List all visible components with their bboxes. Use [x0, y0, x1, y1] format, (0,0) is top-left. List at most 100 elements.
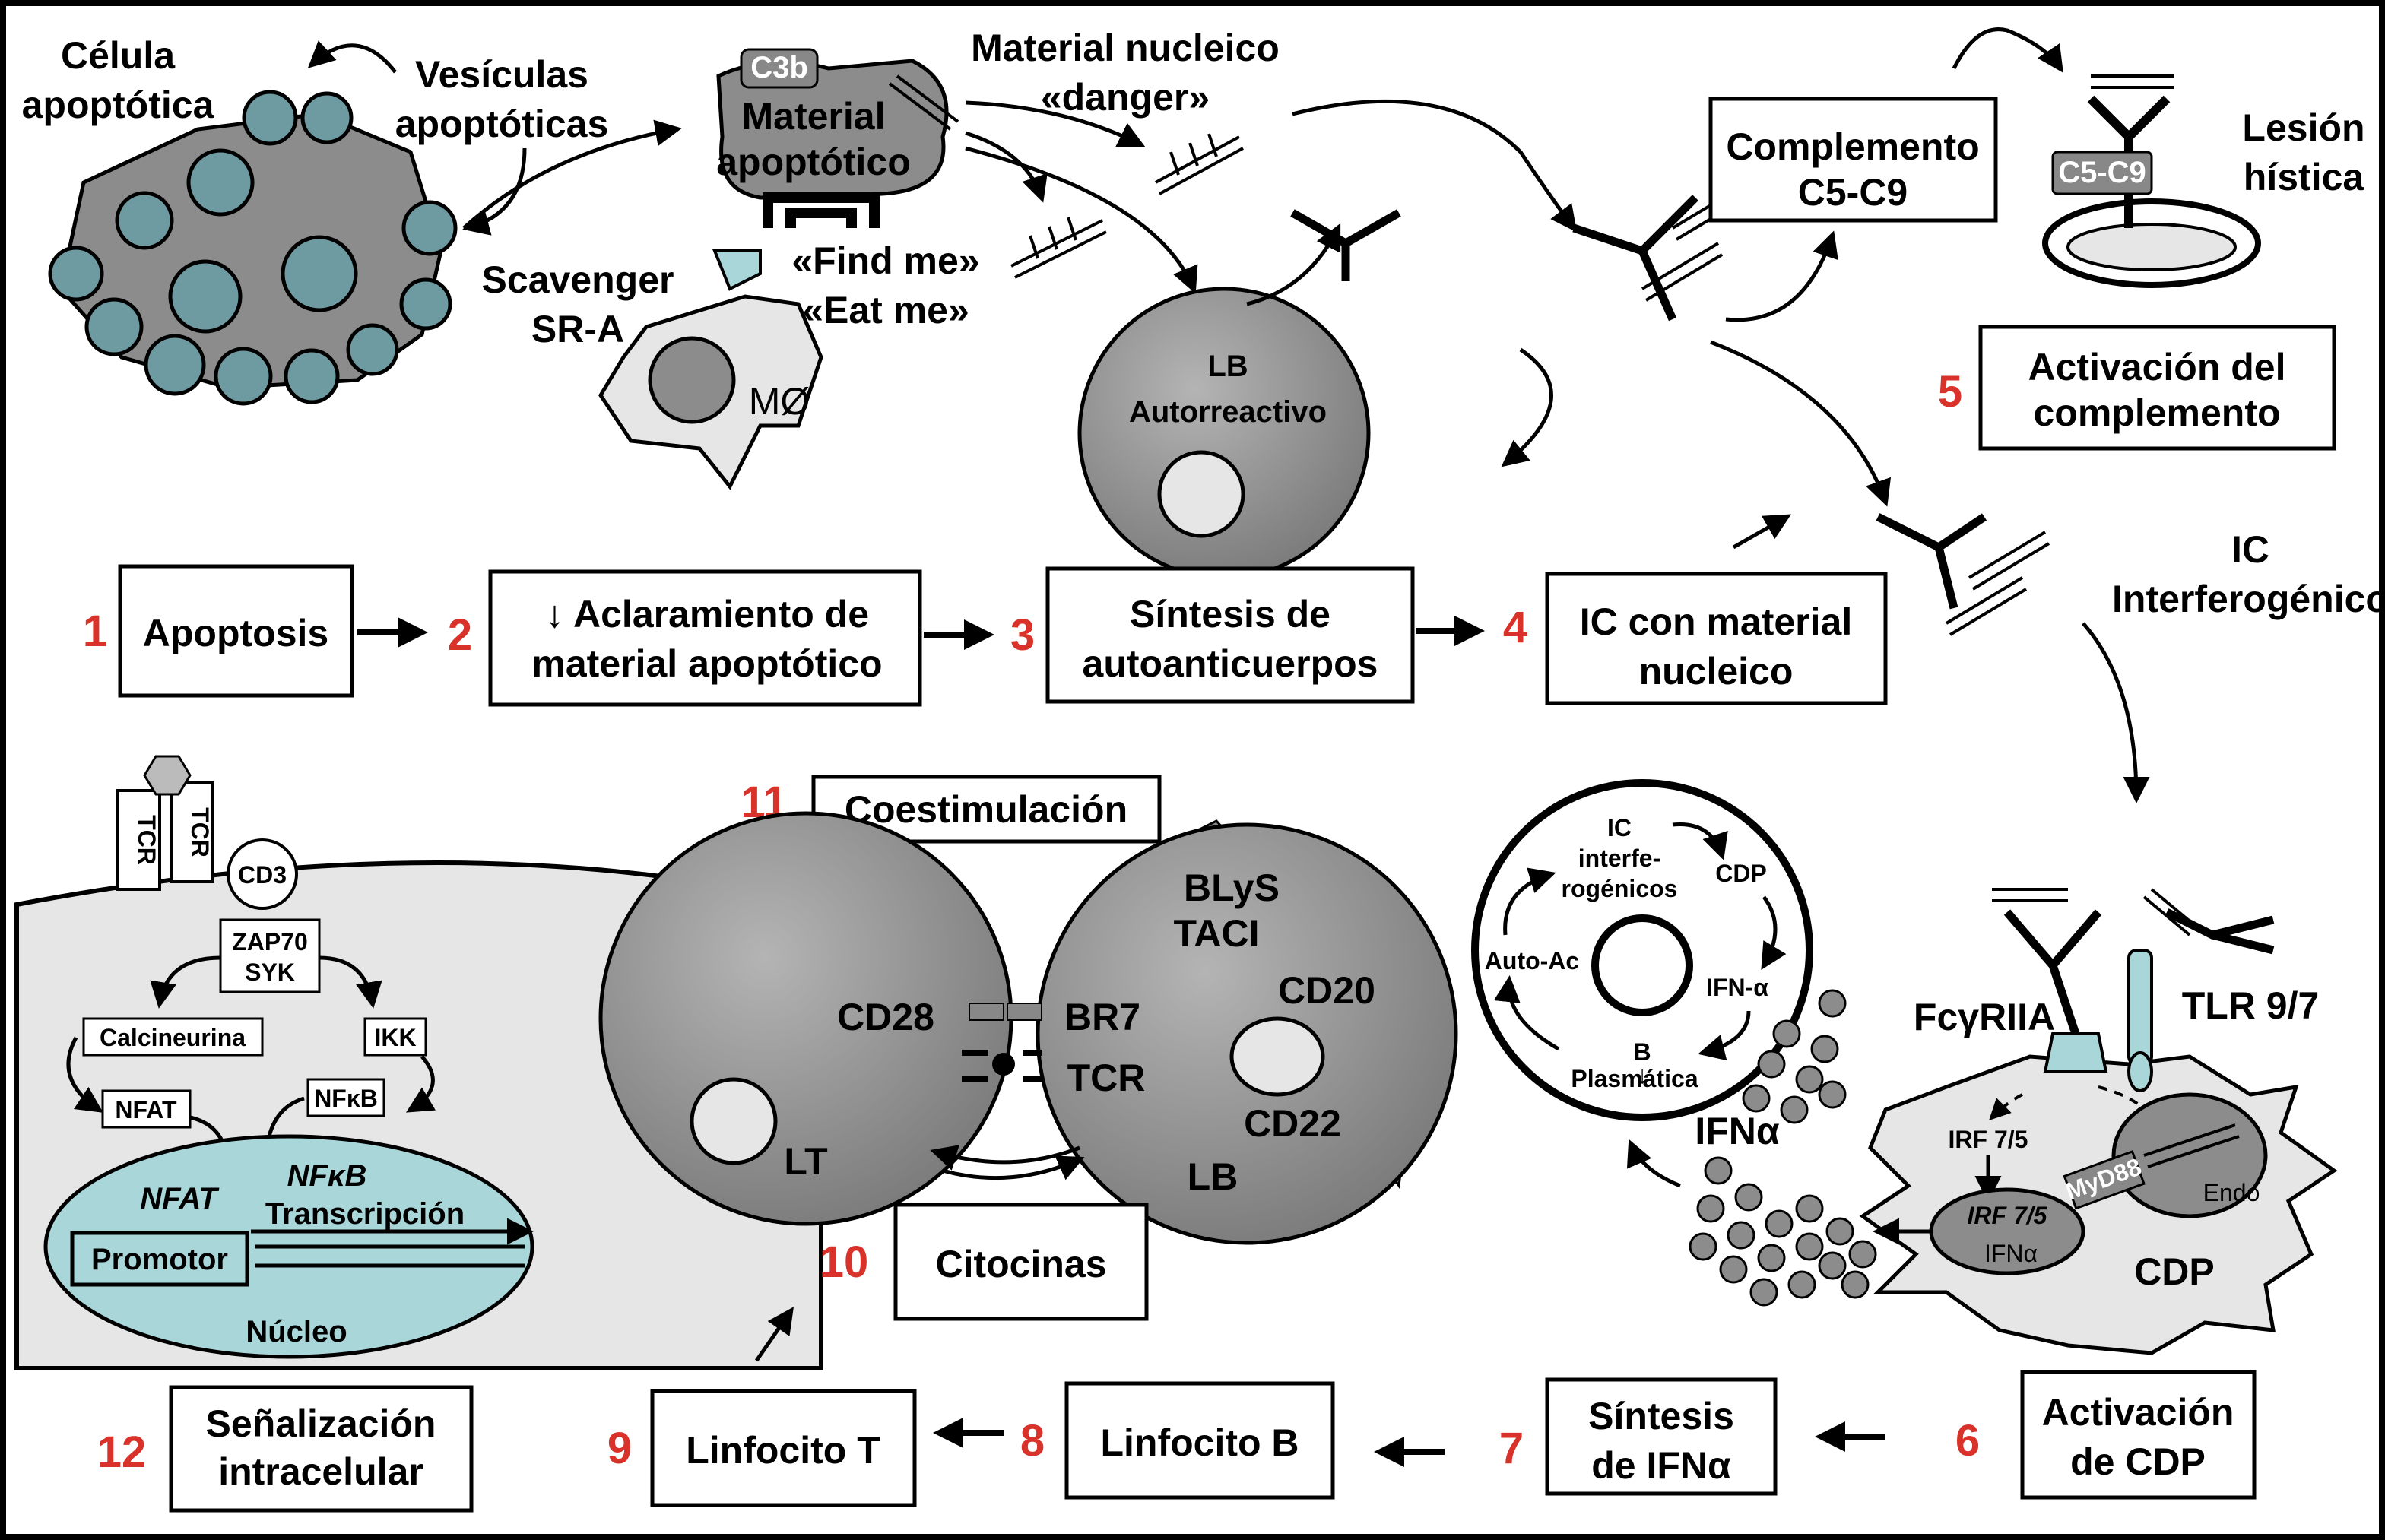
- promoter-box: [70, 1231, 249, 1287]
- transcription-label: Transcripción: [265, 1197, 465, 1231]
- calcineurin-label: Calcineurina: [100, 1024, 246, 1051]
- apoptotic-cell-label-2: apoptótica: [22, 84, 215, 126]
- step-4-label-1: IC con material: [1580, 600, 1852, 643]
- step-10-box: [893, 1203, 1149, 1321]
- c5c9-label: C5-C9: [2058, 156, 2146, 189]
- arrow-to-apoptotic-material: [462, 119, 682, 230]
- cycle-b-label: B: [1633, 1038, 1651, 1066]
- apoptotic-cell-label-1: Célula: [61, 34, 176, 77]
- complement-label-1: Complemento: [1726, 125, 1979, 168]
- ikk-box: [363, 1017, 427, 1057]
- nfkb-box: [306, 1078, 385, 1117]
- lesion-label-2: hística: [2244, 156, 2365, 198]
- antibody-1: [1290, 209, 1401, 281]
- gene-dna: [255, 1244, 525, 1268]
- step-5-number: 5: [1938, 367, 1962, 417]
- step-7-label-1: Síntesis: [1588, 1395, 1734, 1437]
- step-6-label-1: Activación: [2042, 1391, 2234, 1434]
- step-1-number: 1: [83, 607, 107, 656]
- zap70-label-1: ZAP70: [232, 928, 308, 955]
- irf-label-1: IRF 7/5: [1949, 1126, 2028, 1153]
- nuclear-material-label-1: Material nucleico: [971, 27, 1280, 69]
- arrow-ifn-to-cycle: [1626, 1139, 1681, 1188]
- costimulatory-synapse: [962, 1003, 1042, 1082]
- step-6-box: [2020, 1370, 2257, 1500]
- step-4-box: [1545, 572, 1888, 705]
- ic-interferogenic-label-1: IC: [2231, 528, 2269, 571]
- step-3-box: [1045, 566, 1415, 704]
- step-3-number: 3: [1010, 610, 1035, 660]
- arrow-step4-up: [1732, 514, 1792, 550]
- arrow-dna-to-ic: [1292, 99, 1578, 233]
- dashed-arrow-fcgr: [1989, 1093, 2023, 1120]
- cd3-molecule: [227, 838, 298, 910]
- apoptotic-material-label-2: apoptótico: [716, 141, 911, 183]
- dna-helix-2: [1010, 217, 1107, 279]
- nuclear-material-label-2: «danger»: [1041, 76, 1210, 119]
- complement-activation-label-2: complemento: [2033, 391, 2280, 434]
- tcr-label-2: TCR: [186, 807, 214, 857]
- tlr-label: TLR 9/7: [2182, 984, 2320, 1027]
- arrow-9-to-10: [754, 1307, 794, 1362]
- apoptotic-material-label-1: Material: [742, 95, 886, 138]
- complement-activation-box: [1978, 325, 2336, 451]
- fcgr-antibody: [2003, 909, 2102, 1035]
- vesicles-label-1: Vesículas: [415, 53, 588, 96]
- lb-label-1: LB: [1207, 350, 1248, 383]
- step-7-label-2: de IFNα: [1591, 1444, 1731, 1487]
- ifn-cycle-center: [1591, 914, 1693, 1016]
- irf-label-2: IRF 7/5: [1968, 1202, 2048, 1229]
- cd20-label: CD20: [1278, 969, 1375, 1012]
- scavenger-label-2: SR-A: [531, 308, 624, 350]
- step-12-label-1: Señalización: [206, 1402, 436, 1445]
- step-6-label-2: de CDP: [2070, 1440, 2206, 1483]
- vesicles-label-2: apoptóticas: [395, 103, 609, 145]
- step-11-label: Coestimulación: [845, 788, 1127, 831]
- step-10-number: 10: [820, 1237, 869, 1287]
- cycle-cdp-label: CDP: [1715, 860, 1767, 887]
- cd3-label: CD3: [238, 861, 287, 889]
- br7-label: BR7: [1064, 996, 1140, 1038]
- eat-me-label: «Eat me»: [802, 289, 969, 331]
- cycle-arrow-4: [1493, 975, 1560, 1051]
- nfat-nuclear-label: NFAT: [140, 1182, 220, 1215]
- arrow-to-calcineurin: [150, 955, 221, 1009]
- step-4-label-2: nucleico: [1639, 650, 1794, 692]
- nfat-box: [101, 1089, 192, 1129]
- step-12-number: 12: [97, 1428, 147, 1477]
- calcineurin-box: [82, 1017, 264, 1057]
- fcgr-dna: [1992, 888, 2068, 902]
- step-3-label-1: Síntesis de: [1130, 593, 1330, 635]
- arrow-ic-to-complement: [1725, 230, 1838, 322]
- cycle-ic-label-2: interfe-: [1578, 844, 1660, 872]
- receptor-stalk: [712, 249, 762, 291]
- scavenger-receptor: [763, 192, 880, 228]
- cycle-ic-label-3: rogénicos: [1562, 875, 1678, 902]
- find-me-label: «Find me»: [791, 239, 979, 282]
- cycle-plasmatica-label: Plasmática: [1571, 1065, 1698, 1092]
- arrow-cytokines-right: [942, 1155, 1085, 1180]
- arrow-vesicles-to-cell: [307, 40, 397, 74]
- arrow-to-dna-1: [965, 100, 1146, 147]
- fcgr-label: FcγRIIA: [1914, 996, 2055, 1038]
- arrow-to-lb: [965, 146, 1198, 294]
- step-6-number: 6: [1955, 1416, 1980, 1466]
- ikk-label: IKK: [374, 1024, 416, 1051]
- step-8-box: [1064, 1381, 1335, 1500]
- tcr-bcell-label: TCR: [1067, 1057, 1146, 1099]
- apoptotic-material-blob: [716, 48, 959, 200]
- step-2-number: 2: [448, 610, 472, 660]
- apoptotic-vesicles: [48, 90, 458, 406]
- step-4-number: 4: [1503, 603, 1527, 652]
- step-9-number: 9: [607, 1424, 632, 1473]
- step-7-number: 7: [1499, 1424, 1524, 1473]
- arrow-to-nfkb: [405, 1055, 436, 1113]
- complement-box: [1708, 97, 1998, 223]
- autoreactive-b-cell: [1077, 287, 1371, 580]
- taci-label: TACI: [1174, 912, 1260, 955]
- ic-interferogenic-label-2: Interferogénico: [2112, 578, 2385, 620]
- cycle-autoac-label: Auto-Ac: [1485, 947, 1579, 974]
- arrow-to-cdp: [2082, 622, 2150, 803]
- endosome: [2111, 1092, 2268, 1218]
